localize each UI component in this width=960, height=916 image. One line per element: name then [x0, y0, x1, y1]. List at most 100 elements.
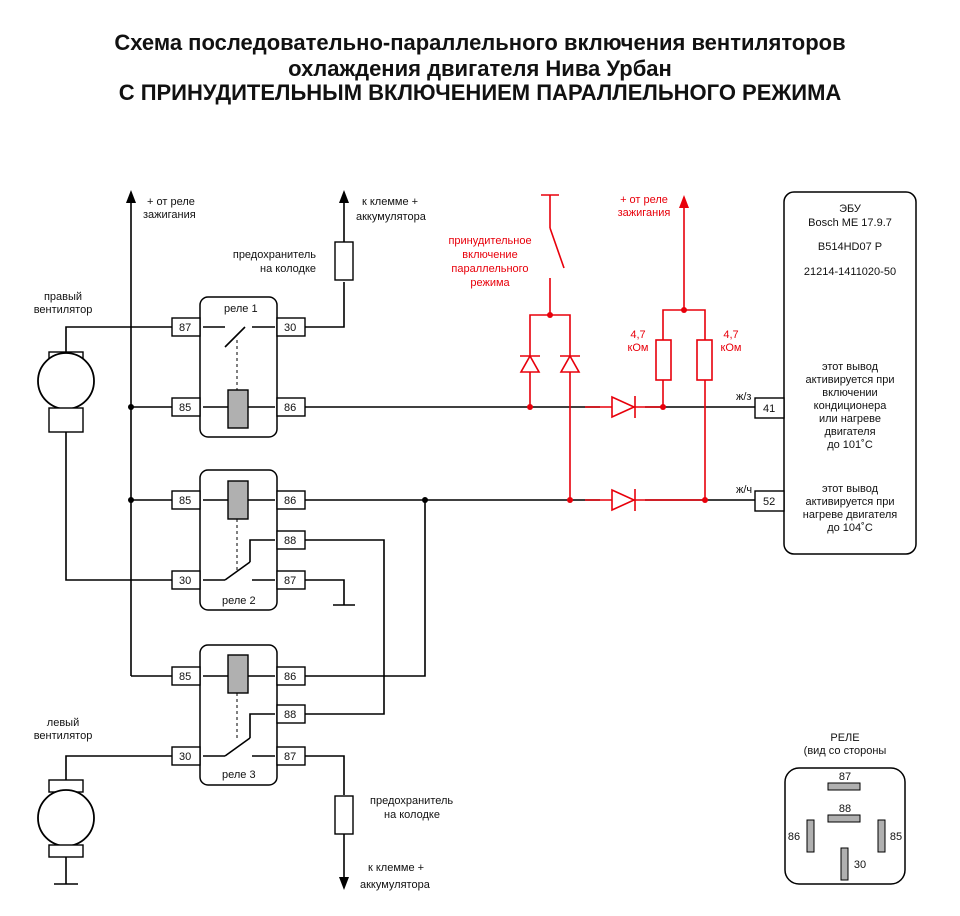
- left-fan-motor-icon: [37, 789, 95, 847]
- pin41_desc-line: двигателя: [824, 426, 875, 438]
- svg-text:85: 85: [179, 495, 191, 507]
- svg-text:30: 30: [179, 751, 191, 763]
- svg-text:85: 85: [179, 402, 191, 414]
- wire-r3-30-to-left-fan: [65, 755, 172, 780]
- svg-text:21214-1411020-50: 21214-1411020-50: [804, 266, 896, 278]
- svg-text:87: 87: [284, 575, 296, 587]
- fuse-top: [334, 241, 354, 281]
- svg-text:87: 87: [284, 751, 296, 763]
- svg-text:предохранитель: предохранитель: [370, 795, 453, 807]
- pin41_desc-line: или нагреве: [819, 413, 881, 425]
- right-fan-motor-icon: [37, 352, 95, 410]
- wire-color-41: ж/з: [736, 391, 751, 403]
- wire-right-fan-to-r2-30: [65, 432, 172, 581]
- svg-text:4,7: 4,7: [723, 329, 738, 341]
- wire-r1-87-to-right-fan: [65, 326, 172, 352]
- pin41_desc-line: кондиционера: [814, 400, 888, 412]
- svg-text:85: 85: [890, 831, 902, 843]
- svg-text:86: 86: [788, 831, 800, 843]
- forced-parallel-circuit: [519, 194, 713, 512]
- battery-arrow-top-icon: [339, 190, 349, 203]
- svg-text:87: 87: [179, 322, 191, 334]
- svg-text:85: 85: [179, 671, 191, 683]
- svg-text:52: 52: [763, 496, 775, 508]
- svg-text:предохранитель: предохранитель: [233, 249, 316, 261]
- main-wiring: [37, 190, 755, 890]
- svg-text:ЭБУ: ЭБУ: [839, 203, 862, 215]
- svg-text:(вид со стороны: (вид со стороны: [804, 745, 887, 757]
- pin52_desc-line: этот вывод: [822, 483, 879, 495]
- svg-text:87: 87: [839, 771, 851, 783]
- pin41_desc-line: этот вывод: [822, 361, 879, 373]
- svg-text:вентилятор: вентилятор: [34, 304, 93, 316]
- relay-3-coil-icon: [227, 654, 249, 694]
- svg-text:30: 30: [284, 322, 296, 334]
- wire-to-r3-86: [305, 500, 426, 677]
- left-fan-base: [48, 844, 84, 858]
- wire-color-52: ж/ч: [736, 484, 752, 496]
- relay-1: реле 1 87 30 85 86: [171, 296, 306, 438]
- svg-text:Bosch ME 17.9.7: Bosch ME 17.9.7: [808, 217, 892, 229]
- svg-text:зажигания: зажигания: [143, 209, 196, 221]
- svg-text:88: 88: [284, 535, 296, 547]
- relay-1-switch-icon: [224, 326, 246, 348]
- ignition-arrow-icon: [126, 190, 136, 203]
- pin41_desc-line: включении: [822, 387, 877, 399]
- svg-text:РЕЛЕ: РЕЛЕ: [830, 732, 859, 744]
- svg-text:включение: включение: [462, 249, 517, 261]
- svg-text:88: 88: [839, 803, 851, 815]
- svg-text:+ от реле: + от реле: [620, 194, 668, 206]
- diode-icon: [559, 354, 581, 373]
- resistor-1-icon: [655, 339, 672, 381]
- wire-r1-30-to-fuse: [305, 282, 345, 328]
- svg-text:88: 88: [284, 709, 296, 721]
- svg-text:на колодке: на колодке: [260, 263, 316, 275]
- diode-icon: [611, 488, 636, 512]
- pin52_desc-line: активируется при: [806, 496, 895, 508]
- forced-switch-icon: [549, 227, 565, 269]
- title-line-2: охлаждения двигателя Нива Урбан: [288, 56, 672, 81]
- right-fan-base: [48, 407, 84, 433]
- battery-arrow-bottom-icon: [339, 877, 349, 890]
- svg-text:к клемме +: к клемме +: [362, 196, 418, 208]
- svg-text:аккумулятора: аккумулятора: [360, 879, 431, 891]
- svg-text:на колодке: на колодке: [384, 809, 440, 821]
- relay-2-switch-icon: [224, 561, 251, 581]
- svg-text:принудительное: принудительное: [448, 235, 531, 247]
- svg-text:86: 86: [284, 671, 296, 683]
- svg-text:кОм: кОм: [721, 342, 742, 354]
- fuse-bottom: [334, 795, 354, 835]
- relay-2: реле 2 85 86 88 30 87: [171, 469, 306, 611]
- resistor-2-icon: [696, 339, 713, 381]
- diode-icon: [519, 354, 541, 373]
- svg-text:+ от реле: + от реле: [147, 196, 195, 208]
- svg-text:правый: правый: [44, 291, 82, 303]
- relay-1-label: реле 1: [224, 303, 258, 315]
- wire-r2-87-ground: [305, 579, 345, 605]
- svg-text:левый: левый: [47, 717, 79, 729]
- wire-r2-88-to-r3-88: [305, 539, 385, 715]
- relay-3: реле 3 85 86 88 30 87: [171, 644, 306, 786]
- title-line-3: С ПРИНУДИТЕЛЬНЫМ ВКЛЮЧЕНИЕМ ПАРАЛЛЕЛЬНОГ…: [118, 80, 842, 105]
- pin52_desc-line: нагреве двигателя: [803, 509, 897, 521]
- svg-text:86: 86: [284, 402, 296, 414]
- svg-text:4,7: 4,7: [630, 329, 645, 341]
- ignition-red-arrow-icon: [679, 195, 689, 208]
- svg-text:30: 30: [179, 575, 191, 587]
- svg-text:вентилятор: вентилятор: [34, 730, 93, 742]
- relay-1-coil-icon: [227, 389, 249, 429]
- pin41_desc-line: активируется при: [806, 374, 895, 386]
- svg-text:86: 86: [284, 495, 296, 507]
- diode-icon: [611, 395, 636, 419]
- relay-3-switch-icon: [224, 737, 251, 757]
- svg-text:параллельного: параллельного: [451, 263, 528, 275]
- svg-text:к клемме +: к клемме +: [368, 862, 424, 874]
- relay-3-label: реле 3: [222, 769, 256, 781]
- pin41_desc-line: до 101˚C: [827, 439, 873, 451]
- svg-text:B514HD07 P: B514HD07 P: [818, 241, 882, 253]
- ecu-block: 41 52 ж/з ж/ч ЭБУ Bosch ME 17.9.7 B514HD…: [736, 191, 917, 555]
- svg-text:зажигания: зажигания: [618, 207, 671, 219]
- relay-pin-view: РЕЛЕ (вид со стороны 87 88 86 85 30: [784, 732, 906, 885]
- relay-2-coil-icon: [227, 480, 249, 520]
